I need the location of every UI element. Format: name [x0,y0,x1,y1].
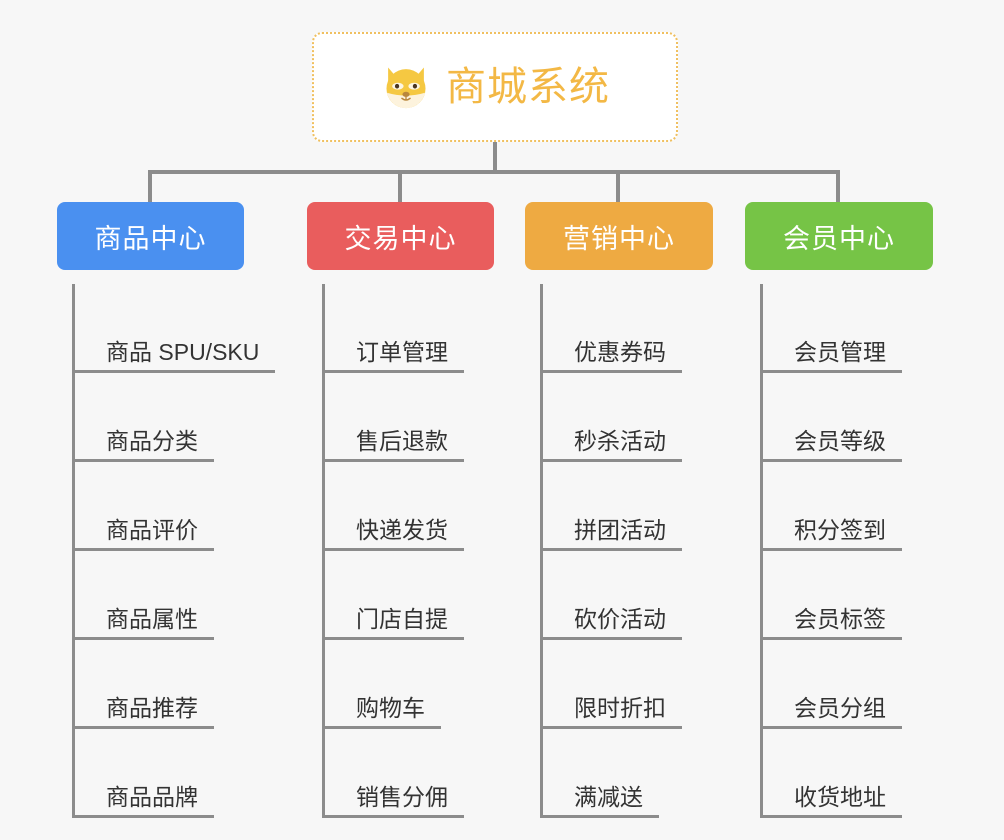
category-column-trade: 交易中心 订单管理 售后退款 快递发货 门店自提 购物车 销售分佣 [307,202,494,818]
list-item[interactable]: 快递发货 [307,462,494,551]
sub-item-label: 会员管理 [760,341,902,373]
list-item[interactable]: 商品评价 [57,462,275,551]
root-title: 商城系统 [446,65,610,109]
category-column-marketing: 营销中心 优惠券码 秒杀活动 拼团活动 砍价活动 限时折扣 满减送 [525,202,713,818]
dog-face-icon [380,61,432,113]
sub-item-label: 购物车 [322,697,441,729]
list-item[interactable]: 商品品牌 [57,729,275,818]
sub-item-label: 售后退款 [322,430,464,462]
subtree-member: 会员管理 会员等级 积分签到 会员标签 会员分组 收货地址 [745,270,933,818]
connector-drop-0 [148,170,152,202]
connector-drop-3 [836,170,840,202]
list-item[interactable]: 商品推荐 [57,640,275,729]
sub-item-label: 优惠券码 [540,341,682,373]
sub-item-label: 快递发货 [322,519,464,551]
list-item[interactable]: 会员管理 [745,284,933,373]
sub-item-label: 订单管理 [322,341,464,373]
list-item[interactable]: 收货地址 [745,729,933,818]
sub-item-label: 商品属性 [72,608,214,640]
sub-item-label: 门店自提 [322,608,464,640]
list-item[interactable]: 商品属性 [57,551,275,640]
category-label: 交易中心 [344,223,457,254]
subtree-marketing: 优惠券码 秒杀活动 拼团活动 砍价活动 限时折扣 满减送 [525,270,713,818]
category-header-marketing[interactable]: 营销中心 [525,202,713,270]
list-item[interactable]: 门店自提 [307,551,494,640]
list-item[interactable]: 优惠券码 [525,284,713,373]
list-item[interactable]: 售后退款 [307,373,494,462]
sub-item-label: 砍价活动 [540,608,682,640]
sub-item-label: 商品品牌 [72,786,214,818]
sub-item-label: 满减送 [540,786,659,818]
list-item[interactable]: 商品 SPU/SKU [57,284,276,373]
category-header-trade[interactable]: 交易中心 [307,202,494,270]
sub-item-label: 拼团活动 [540,519,682,551]
root-node-mall-system[interactable]: 商城系统 [312,32,678,142]
sub-item-label: 收货地址 [760,786,902,818]
category-header-product[interactable]: 商品中心 [57,202,244,270]
category-label: 营销中心 [563,223,675,254]
list-item[interactable]: 销售分佣 [307,729,494,818]
category-header-member[interactable]: 会员中心 [745,202,933,270]
list-item[interactable]: 拼团活动 [525,462,713,551]
sub-item-label: 秒杀活动 [540,430,682,462]
category-label: 商品中心 [94,223,207,254]
sub-item-label: 会员标签 [760,608,902,640]
list-item[interactable]: 积分签到 [745,462,933,551]
list-item[interactable]: 订单管理 [307,284,494,373]
category-column-product: 商品中心 商品 SPU/SKU 商品分类 商品评价 商品属性 商品推荐 商品品牌 [57,202,276,818]
sub-item-label: 商品推荐 [72,697,214,729]
list-item[interactable]: 限时折扣 [525,640,713,729]
sub-item-label: 积分签到 [760,519,902,551]
connector-drop-2 [616,170,620,202]
sub-item-label: 会员等级 [760,430,902,462]
list-item[interactable]: 满减送 [525,729,713,818]
list-item[interactable]: 会员等级 [745,373,933,462]
sub-item-label: 商品分类 [72,430,214,462]
sub-item-label: 销售分佣 [322,786,464,818]
category-label: 会员中心 [783,223,895,254]
sub-item-label: 商品评价 [72,519,214,551]
connector-bus-bar [148,170,840,174]
list-item[interactable]: 秒杀活动 [525,373,713,462]
category-column-member: 会员中心 会员管理 会员等级 积分签到 会员标签 会员分组 收货地址 [745,202,933,818]
subtree-trade: 订单管理 售后退款 快递发货 门店自提 购物车 销售分佣 [307,270,494,818]
list-item[interactable]: 购物车 [307,640,494,729]
list-item[interactable]: 会员标签 [745,551,933,640]
sub-item-label: 限时折扣 [540,697,682,729]
list-item[interactable]: 商品分类 [57,373,275,462]
subtree-product: 商品 SPU/SKU 商品分类 商品评价 商品属性 商品推荐 商品品牌 [57,270,276,818]
connector-root-stem [493,142,497,173]
list-item[interactable]: 会员分组 [745,640,933,729]
list-item[interactable]: 砍价活动 [525,551,713,640]
sub-item-label: 商品 SPU/SKU [72,341,276,373]
connector-drop-1 [398,170,402,202]
sub-item-label: 会员分组 [760,697,902,729]
